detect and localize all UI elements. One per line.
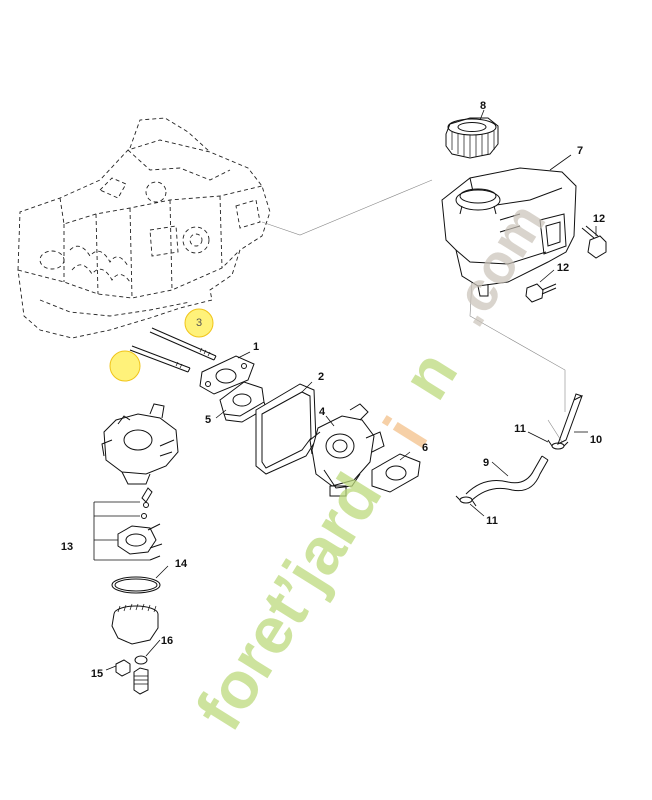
stud-bolts xyxy=(129,327,217,373)
callout-9: 9 xyxy=(482,457,490,469)
gasket-plate-2 xyxy=(255,383,317,475)
repair-kit-13 xyxy=(93,487,163,561)
callout-5: 5 xyxy=(204,414,212,426)
gasket-6 xyxy=(371,453,421,493)
fuel-line-9 xyxy=(465,455,549,501)
fuel-cap-8 xyxy=(445,117,499,159)
gasket-1 xyxy=(199,355,255,395)
callout-16: 16 xyxy=(160,635,174,647)
callout-11-top: 11 xyxy=(514,423,526,435)
callout-15: 15 xyxy=(90,668,104,680)
spacer-5 xyxy=(219,381,267,423)
callout-11-bottom: 11 xyxy=(486,515,498,527)
watermark: foret’jard i n .com xyxy=(181,192,557,742)
bolts-12 xyxy=(525,225,607,303)
watermark-text-n: n xyxy=(387,338,471,411)
highlight-markers xyxy=(109,308,214,382)
highlight-marker-3[interactable] xyxy=(184,308,214,338)
watermark-text: foret’jard xyxy=(181,461,395,743)
callout-7: 7 xyxy=(576,145,584,157)
callout-8: 8 xyxy=(479,100,487,112)
highlight-label-3: 3 xyxy=(195,317,203,329)
callout-10: 10 xyxy=(589,434,603,446)
callout-4: 4 xyxy=(318,406,326,418)
callout-1: 1 xyxy=(252,341,260,353)
carburetor-assembly-left xyxy=(101,403,179,485)
callout-13: 13 xyxy=(60,541,74,553)
engine-block-outline xyxy=(17,117,271,339)
callout-12-top: 12 xyxy=(592,213,606,225)
float-bowl xyxy=(111,603,159,645)
clamps-11 xyxy=(455,439,569,507)
parts-15-16 xyxy=(115,655,149,695)
callout-12-bottom: 12 xyxy=(556,262,570,274)
callout-6: 6 xyxy=(421,442,429,454)
fuel-tank-7 xyxy=(441,167,577,297)
callout-14: 14 xyxy=(174,558,188,570)
fuel-filter-10 xyxy=(557,393,583,446)
o-ring-14 xyxy=(111,576,161,594)
leader-lines xyxy=(105,109,597,671)
carburetor-4 xyxy=(309,403,385,497)
callout-2: 2 xyxy=(317,371,325,383)
highlight-marker-stud[interactable] xyxy=(109,350,141,382)
